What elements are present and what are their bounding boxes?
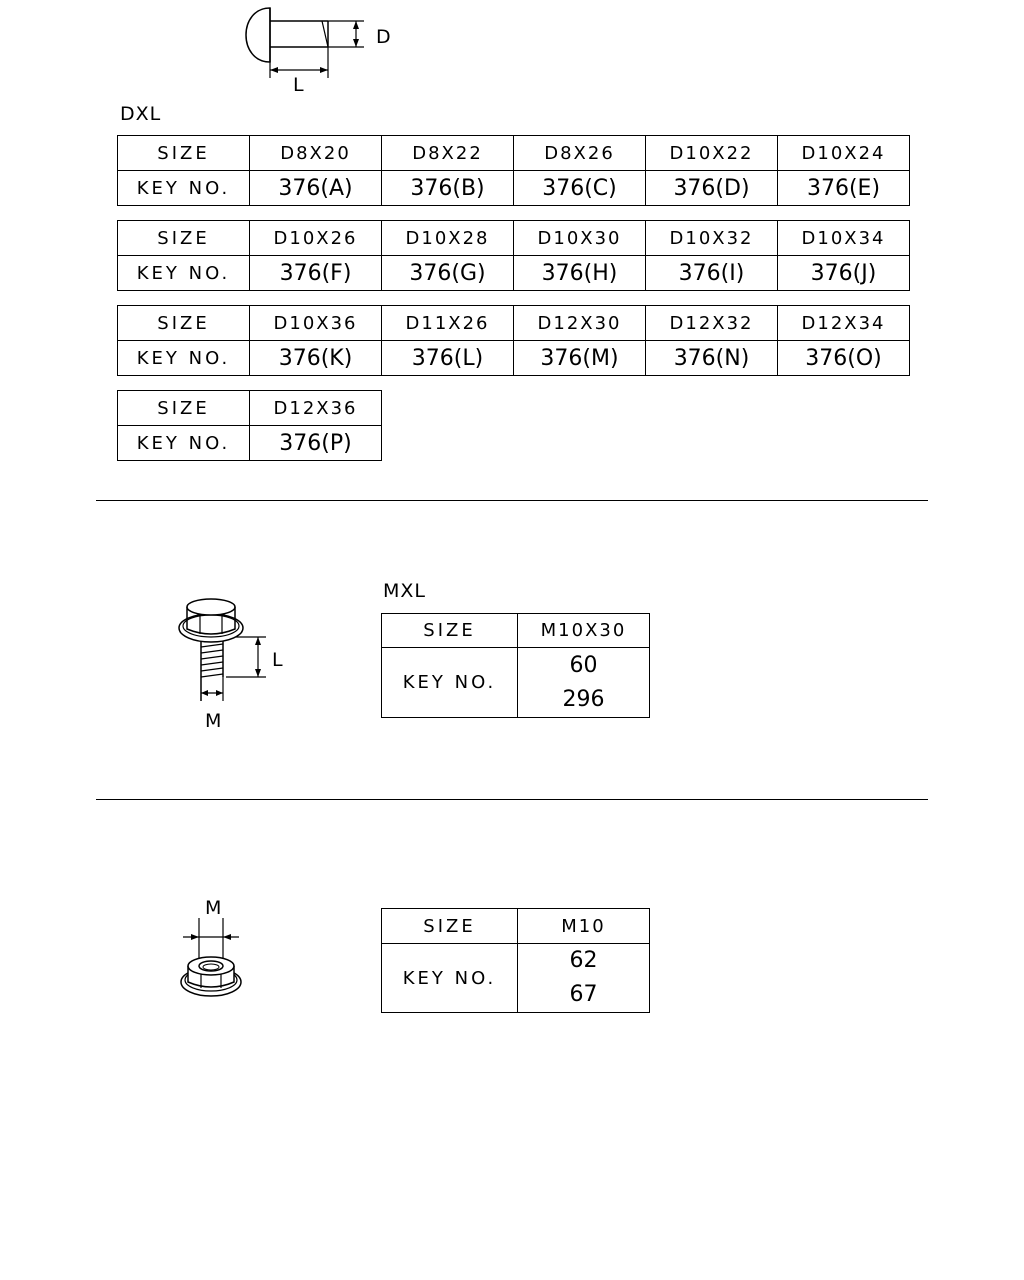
size-cell: D11X26 <box>381 305 514 341</box>
bolt-caption: MXL <box>383 580 426 602</box>
size-cell: D12X32 <box>645 305 778 341</box>
rivet-dim-l-label: L <box>293 74 305 96</box>
key-cell: 62 67 <box>517 943 650 1013</box>
size-header: SIZE <box>381 613 518 648</box>
key-cell: 376(M) <box>513 340 646 376</box>
rivet-dim-d-label: D <box>376 26 392 48</box>
nut-size-table: SIZE M10 KEY NO. 62 67 <box>381 908 650 1013</box>
key-cell: 376(O) <box>777 340 910 376</box>
key-cell: 376(L) <box>381 340 514 376</box>
size-header: SIZE <box>117 305 250 341</box>
key-cell: 376(A) <box>249 170 382 206</box>
key-value: 296 <box>562 686 605 712</box>
size-cell: D10X28 <box>381 220 514 256</box>
key-cell: 60 296 <box>517 647 650 718</box>
key-cell: 376(P) <box>249 425 382 461</box>
key-header: KEY NO. <box>381 943 518 1013</box>
key-cell: 376(H) <box>513 255 646 291</box>
size-header: SIZE <box>381 908 518 944</box>
key-value: 67 <box>569 982 598 1007</box>
bolt-dim-m-label: M <box>205 710 223 732</box>
size-cell: M10X30 <box>517 613 650 648</box>
key-cell: 376(B) <box>381 170 514 206</box>
size-header: SIZE <box>117 135 250 171</box>
key-header: KEY NO. <box>117 170 250 206</box>
size-cell: D10X24 <box>777 135 910 171</box>
key-cell: 376(F) <box>249 255 382 291</box>
size-cell: D10X36 <box>249 305 382 341</box>
size-header: SIZE <box>117 220 250 256</box>
key-value: 62 <box>569 948 598 973</box>
flange-nut-figure <box>180 918 242 997</box>
size-cell: D8X22 <box>381 135 514 171</box>
flange-bolt-figure <box>178 598 266 701</box>
rivet-size-table-2: SIZE D10X26 D10X28 D10X30 D10X32 D10X34 … <box>117 220 910 291</box>
size-cell: D12X30 <box>513 305 646 341</box>
size-cell: M10 <box>517 908 650 944</box>
size-cell: D12X36 <box>249 390 382 426</box>
key-cell: 376(N) <box>645 340 778 376</box>
size-header: SIZE <box>117 390 250 426</box>
key-header: KEY NO. <box>381 647 518 718</box>
key-cell: 376(G) <box>381 255 514 291</box>
section-divider <box>96 799 928 800</box>
nut-dim-m-label: M <box>205 897 223 919</box>
key-cell: 376(D) <box>645 170 778 206</box>
size-cell: D10X32 <box>645 220 778 256</box>
section-divider <box>96 500 928 501</box>
size-cell: D12X34 <box>777 305 910 341</box>
size-cell: D10X30 <box>513 220 646 256</box>
bolt-size-table: SIZE M10X30 KEY NO. 60 296 <box>381 613 650 718</box>
size-cell: D10X22 <box>645 135 778 171</box>
rivet-size-table-1: SIZE D8X20 D8X22 D8X26 D10X22 D10X24 KEY… <box>117 135 910 206</box>
size-cell: D10X34 <box>777 220 910 256</box>
key-value: 60 <box>569 652 598 678</box>
size-cell: D8X26 <box>513 135 646 171</box>
rivet-caption: DXL <box>120 103 162 125</box>
key-cell: 376(J) <box>777 255 910 291</box>
size-cell: D10X26 <box>249 220 382 256</box>
rivet-size-table-4: SIZE D12X36 KEY NO. 376(P) <box>117 390 382 461</box>
key-cell: 376(C) <box>513 170 646 206</box>
size-cell: D8X20 <box>249 135 382 171</box>
key-cell: 376(E) <box>777 170 910 206</box>
key-cell: 376(I) <box>645 255 778 291</box>
key-header: KEY NO. <box>117 255 250 291</box>
rivet-size-table-3: SIZE D10X36 D11X26 D12X30 D12X32 D12X34 … <box>117 305 910 376</box>
key-header: KEY NO. <box>117 340 250 376</box>
key-cell: 376(K) <box>249 340 382 376</box>
rivet-figure <box>245 7 364 78</box>
bolt-dim-l-label: L <box>272 649 284 671</box>
key-header: KEY NO. <box>117 425 250 461</box>
